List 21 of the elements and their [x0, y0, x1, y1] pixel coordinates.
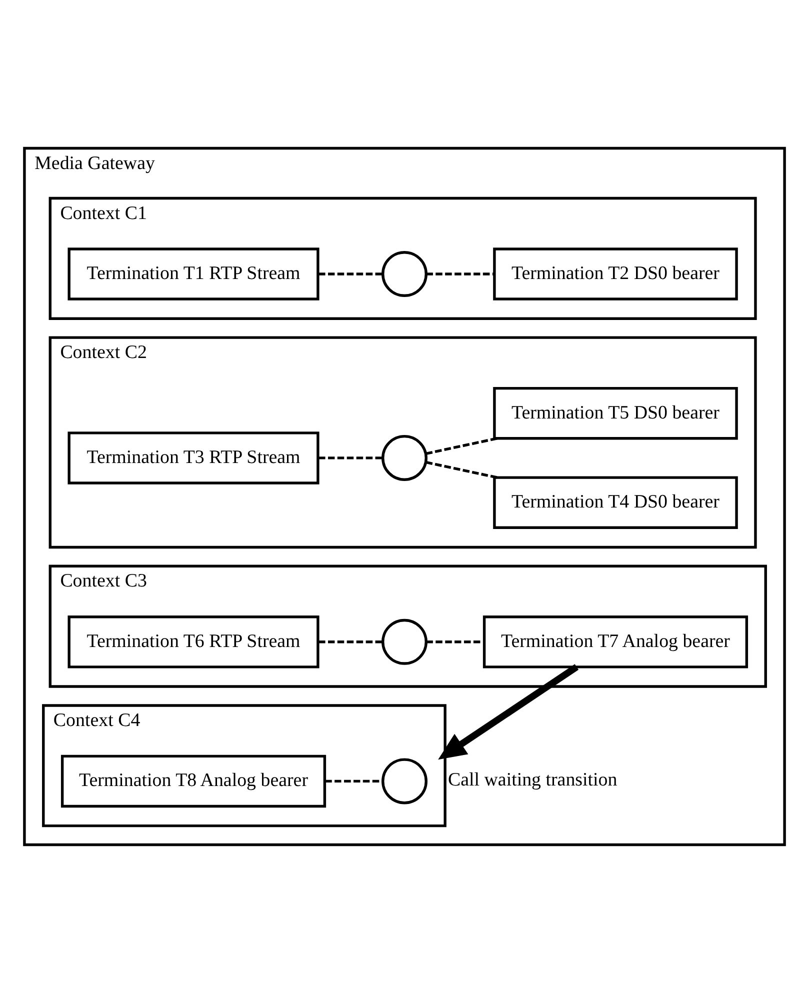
connector	[318, 272, 382, 276]
node-box: Termination T4 DS0 bearer	[493, 476, 738, 529]
node-box: Termination T5 DS0 bearer	[493, 386, 738, 440]
edge-label: Call waiting transition	[448, 769, 618, 790]
arrow	[438, 664, 579, 760]
node-box: Termination T2 DS0 bearer	[493, 248, 738, 300]
connector	[325, 780, 382, 783]
connector	[318, 456, 382, 460]
node-circle	[382, 758, 428, 804]
node-box: Termination T1 RTP Stream	[68, 248, 320, 300]
node-box: Termination T7 Analog bearer	[482, 616, 748, 668]
node-circle	[382, 251, 428, 297]
node-box: Termination T8 Analog bearer	[60, 754, 326, 808]
node-circle	[382, 434, 428, 481]
connector	[426, 437, 498, 455]
node-box: Termination T6 RTP Stream	[68, 616, 320, 668]
connector	[426, 272, 494, 276]
node-box: Termination T3 RTP Stream	[68, 432, 320, 484]
connector	[318, 640, 382, 644]
node-circle	[382, 618, 428, 665]
connector	[426, 460, 498, 479]
